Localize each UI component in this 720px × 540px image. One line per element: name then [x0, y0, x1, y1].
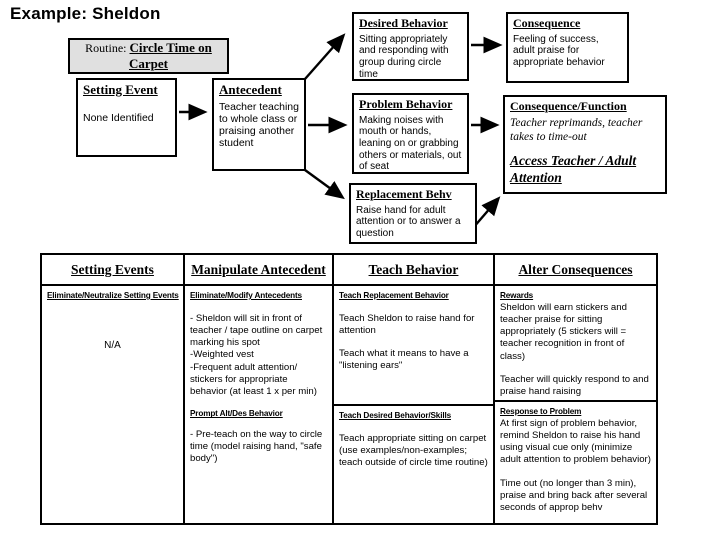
teach-strategy-3: Teach appropriate sitting on carpet (use…: [339, 432, 488, 469]
antecedent-strategy-1: - Sheldon will sit in front of teacher /…: [190, 312, 323, 349]
setting-event-header: Setting Event: [83, 82, 158, 97]
column-header-setting-events: Setting Events: [42, 255, 183, 286]
problem-behavior-body: Making noises with mouth or hands, leani…: [359, 114, 462, 173]
column-header-manipulate-antecedent: Manipulate Antecedent: [185, 255, 332, 286]
cell-setting-events: Eliminate/Neutralize Setting Events N/A: [42, 286, 183, 523]
consequence-box: Consequence Feeling of success, adult pr…: [506, 12, 629, 83]
alter-consequences-cells: Rewards Sheldon will earn stickers and t…: [495, 286, 656, 523]
desired-behavior-body: Sitting appropriately and responding wit…: [359, 33, 449, 80]
subheader-teach-replacement-behavior: Teach Replacement Behavior: [339, 291, 449, 300]
subheader-response-to-problem: Response to Problem: [500, 407, 582, 416]
routine-value: Circle Time on Carpet: [129, 40, 212, 71]
antecedent-body: Teacher teaching to whole class or prais…: [219, 100, 299, 150]
consequence-strategy-1: Sheldon will earn stickers and teacher p…: [500, 301, 627, 362]
consequence-strategy-4: Time out (no longer than 3 min), praise …: [500, 477, 648, 514]
subheader-eliminate-setting-events: Eliminate/Neutralize Setting Events: [47, 291, 179, 300]
setting-events-value: N/A: [104, 339, 121, 351]
desired-behavior-header: Desired Behavior: [359, 16, 448, 30]
column-alter-consequences: Alter Consequences Rewards Sheldon will …: [493, 255, 656, 523]
teach-strategy-2: Teach what it means to have a "listening…: [339, 348, 469, 372]
column-header-teach-behavior: Teach Behavior: [334, 255, 493, 286]
consequence-function-body: Teacher reprimands, teacher takes to tim…: [510, 116, 643, 143]
routine-box: Routine: Circle Time on Carpet: [68, 38, 229, 74]
behavior-function-label: Access Teacher / Adult Attention: [510, 153, 637, 185]
antecedent-box: Antecedent Teacher teaching to whole cla…: [212, 78, 306, 171]
subheader-rewards: Rewards: [500, 291, 534, 300]
column-manipulate-antecedent: Manipulate Antecedent Eliminate/Modify A…: [183, 255, 332, 523]
arrow-antecedent-to-replacement: [304, 169, 345, 200]
consequence-strategy-3: At first sign of problem behavior, remin…: [500, 417, 651, 466]
cell-rewards: Rewards Sheldon will earn stickers and t…: [495, 286, 656, 402]
replacement-behavior-body: Raise hand for adult attention or to ans…: [356, 204, 461, 239]
cell-teach-replacement: Teach Replacement Behavior Teach Sheldon…: [334, 286, 493, 406]
antecedent-strategy-3: -Frequent adult attention/ stickers for …: [190, 361, 317, 398]
consequence-function-header: Consequence/Function: [510, 99, 627, 113]
subheader-prompt-alt-des-behavior: Prompt Alt/Des Behavior: [190, 409, 283, 419]
competing-pathway-table: Setting Events Eliminate/Neutralize Sett…: [40, 253, 658, 525]
replacement-behavior-box: Replacement Behv Raise hand for adult at…: [349, 183, 477, 244]
problem-behavior-box: Problem Behavior Making noises with mout…: [352, 93, 469, 174]
cell-teach-desired: Teach Desired Behavior/Skills Teach appr…: [334, 406, 493, 523]
column-header-alter-consequences: Alter Consequences: [495, 255, 656, 286]
column-teach-behavior: Teach Behavior Teach Replacement Behavio…: [332, 255, 493, 523]
replacement-behavior-header: Replacement Behv: [356, 187, 452, 201]
desired-behavior-box: Desired Behavior Sitting appropriately a…: [352, 12, 469, 81]
setting-event-body: None Identified: [83, 111, 154, 124]
antecedent-strategy-2: -Weighted vest: [190, 349, 254, 361]
problem-behavior-header: Problem Behavior: [359, 97, 453, 111]
setting-event-box: Setting Event None Identified: [76, 78, 177, 157]
cell-manipulate-antecedent: Eliminate/Modify Antecedents - Sheldon w…: [185, 286, 332, 523]
antecedent-header: Antecedent: [219, 82, 282, 97]
consequence-header: Consequence: [513, 16, 581, 30]
consequence-body: Feeling of success, adult praise for app…: [513, 33, 605, 68]
consequence-function-box: Consequence/Function Teacher reprimands,…: [503, 95, 667, 194]
cell-response-to-problem: Response to Problem At first sign of pro…: [495, 402, 656, 523]
teach-behavior-cells: Teach Replacement Behavior Teach Sheldon…: [334, 286, 493, 523]
routine-text: Routine: Circle Time on Carpet: [75, 40, 222, 71]
teach-strategy-1: Teach Sheldon to raise hand for attentio…: [339, 312, 475, 336]
page-title: Example: Sheldon: [10, 4, 161, 23]
subheader-eliminate-modify-antecedents: Eliminate/Modify Antecedents: [190, 291, 302, 300]
arrow-antecedent-to-desired: [304, 33, 346, 80]
routine-label: Routine:: [85, 41, 127, 56]
antecedent-strategy-4: - Pre-teach on the way to circle time (m…: [190, 428, 323, 465]
subheader-teach-desired-behavior: Teach Desired Behavior/Skills: [339, 411, 451, 420]
column-setting-events: Setting Events Eliminate/Neutralize Sett…: [42, 255, 183, 523]
consequence-strategy-2: Teacher will quickly respond to and prai…: [500, 373, 649, 398]
